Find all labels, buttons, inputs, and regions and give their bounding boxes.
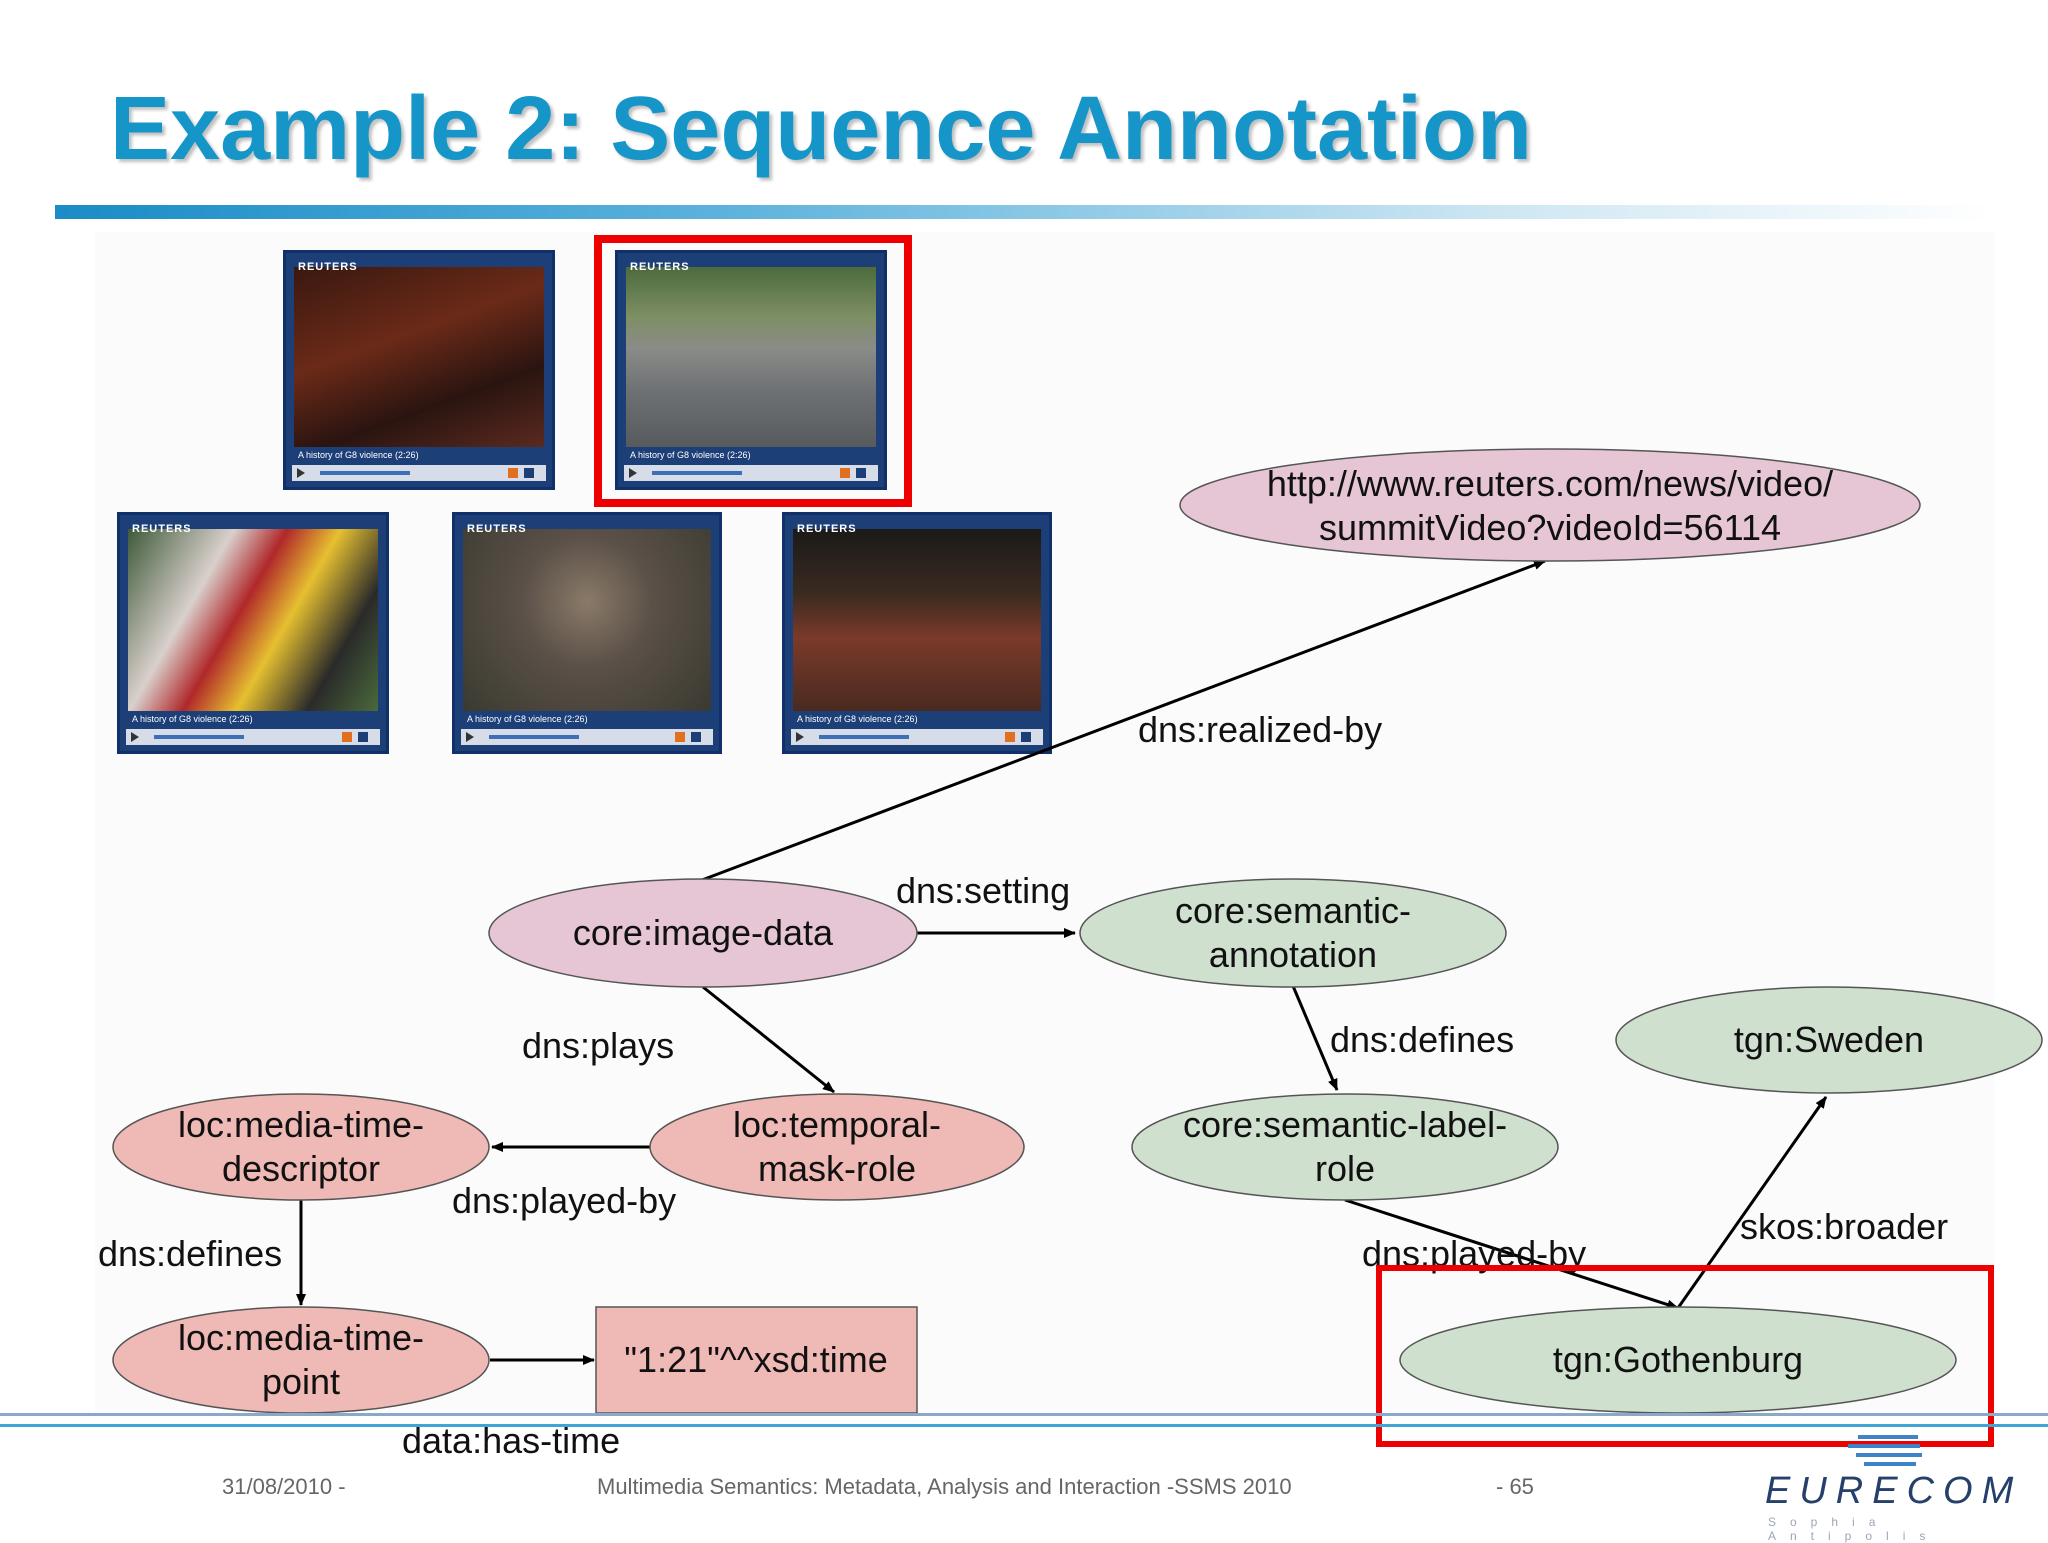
play-icon[interactable] — [297, 468, 305, 478]
video-thumbnail[interactable]: REUTERS A history of G8 violence (2:26) — [452, 512, 722, 754]
node-time-literal-label: "1:21"^^xsd:time — [624, 1339, 887, 1380]
player-controls[interactable] — [461, 729, 713, 745]
node-reuters-url-label-2: summitVideo?videoId=56114 — [1319, 507, 1781, 548]
reuters-logo: REUTERS — [132, 523, 192, 535]
progress-bar[interactable] — [154, 735, 244, 739]
reuters-logo: REUTERS — [630, 261, 690, 273]
footer-date: 31/08/2010 - — [222, 1474, 346, 1499]
thumbnail-caption: A history of G8 violence (2:26) — [298, 450, 419, 460]
player-controls[interactable] — [624, 465, 878, 481]
node-media-time-descriptor — [112, 1093, 490, 1201]
gothenburg-highlight — [1376, 1265, 1994, 1447]
node-media-time-point-label-2: point — [262, 1361, 340, 1402]
play-icon[interactable] — [796, 732, 804, 742]
node-temporal-mask-role-label-1: loc:temporal- — [733, 1104, 941, 1145]
selected-video-highlight — [594, 235, 912, 507]
volume-icon[interactable] — [840, 468, 850, 478]
progress-bar[interactable] — [652, 471, 742, 475]
fullscreen-icon[interactable] — [524, 468, 534, 478]
player-controls[interactable] — [791, 729, 1043, 745]
edge-label-broader: skos:broader — [1740, 1206, 1948, 1247]
video-thumbnail[interactable]: REUTERS A history of G8 violence (2:26) — [615, 250, 887, 490]
node-media-time-descriptor-label-2: descriptor — [222, 1148, 380, 1189]
volume-icon[interactable] — [508, 468, 518, 478]
play-icon[interactable] — [629, 468, 637, 478]
footer-page-number: - 65 — [1496, 1474, 1534, 1499]
thumbnail-caption: A history of G8 violence (2:26) — [467, 714, 588, 724]
node-image-data-label: core:image-data — [573, 912, 834, 953]
video-thumbnail[interactable]: REUTERS A history of G8 violence (2:26) — [283, 250, 555, 490]
progress-bar[interactable] — [819, 735, 909, 739]
player-controls[interactable] — [292, 465, 546, 481]
thumbnail-caption: A history of G8 violence (2:26) — [797, 714, 918, 724]
progress-bar[interactable] — [489, 735, 579, 739]
node-sweden — [1615, 986, 2043, 1094]
edge-broader — [1676, 1096, 1828, 1309]
volume-icon[interactable] — [342, 732, 352, 742]
edge-plays — [702, 985, 835, 1094]
edge-label-defines-semantic: dns:defines — [1330, 1019, 1514, 1060]
footer-course: Multimedia Semantics: Metadata, Analysis… — [597, 1474, 1292, 1499]
footer-rule — [0, 1413, 2048, 1416]
footer-rule-accent — [0, 1424, 2048, 1427]
title-rule — [55, 205, 1995, 219]
node-semantic-annotation — [1079, 878, 1507, 988]
node-reuters-url — [1179, 448, 1921, 562]
play-icon[interactable] — [466, 732, 474, 742]
video-thumbnail[interactable]: REUTERS A history of G8 violence (2:26) — [782, 512, 1052, 754]
edge-label-realized-by: dns:realized-by — [1138, 709, 1382, 750]
reuters-logo: REUTERS — [298, 261, 358, 273]
reuters-logo: REUTERS — [467, 523, 527, 535]
edge-defines-semantic — [1291, 985, 1339, 1091]
thumbnail-image — [294, 267, 544, 447]
node-semantic-label-role — [1131, 1093, 1559, 1201]
edge-played-by-label — [1344, 1198, 1679, 1310]
reuters-logo: REUTERS — [797, 523, 857, 535]
fullscreen-icon[interactable] — [358, 732, 368, 742]
node-image-data — [488, 878, 918, 988]
thumbnail-caption: A history of G8 violence (2:26) — [630, 450, 751, 460]
thumbnail-image — [463, 529, 711, 711]
thumbnail-image — [626, 267, 876, 447]
node-temporal-mask-role — [649, 1093, 1025, 1201]
slide-title: Example 2: Sequence Annotation — [110, 79, 1532, 179]
thumbnail-image — [128, 529, 378, 711]
progress-bar[interactable] — [320, 471, 410, 475]
edge-realized-by — [701, 559, 1546, 882]
edge-label-plays: dns:plays — [522, 1025, 674, 1066]
eurecom-logo: EURECOM — [1765, 1470, 2023, 1512]
node-reuters-url-label-1: http://www.reuters.com/news/video/ — [1267, 463, 1833, 504]
node-gothenburg-label: tgn:Gothenburg — [1553, 1339, 1803, 1380]
eurecom-logo-mark — [1848, 1433, 1928, 1469]
volume-icon[interactable] — [675, 732, 685, 742]
node-media-time-descriptor-label-1: loc:media-time- — [178, 1104, 424, 1145]
node-semantic-annotation-label-2: annotation — [1209, 934, 1377, 975]
video-thumbnail[interactable]: REUTERS A history of G8 violence (2:26) — [117, 512, 389, 754]
edge-label-setting: dns:setting — [896, 870, 1070, 911]
volume-icon[interactable] — [1005, 732, 1015, 742]
node-sweden-label: tgn:Sweden — [1734, 1019, 1924, 1060]
fullscreen-icon[interactable] — [691, 732, 701, 742]
node-semantic-label-role-label-1: core:semantic-label- — [1183, 1104, 1507, 1145]
node-media-time-point-label-1: loc:media-time- — [178, 1317, 424, 1358]
node-semantic-label-role-label-2: role — [1315, 1148, 1375, 1189]
play-icon[interactable] — [131, 732, 139, 742]
player-controls[interactable] — [126, 729, 380, 745]
edge-label-defines-time: dns:defines — [98, 1233, 282, 1274]
edge-label-played-by-mask: dns:played-by — [452, 1180, 676, 1221]
node-time-literal — [595, 1306, 918, 1414]
eurecom-logo-subtext: Sophia Antipolis — [1768, 1515, 1940, 1543]
fullscreen-icon[interactable] — [1021, 732, 1031, 742]
thumbnail-caption: A history of G8 violence (2:26) — [132, 714, 253, 724]
node-semantic-annotation-label-1: core:semantic- — [1175, 890, 1411, 931]
fullscreen-icon[interactable] — [856, 468, 866, 478]
thumbnail-image — [793, 529, 1041, 711]
node-temporal-mask-role-label-2: mask-role — [758, 1148, 916, 1189]
